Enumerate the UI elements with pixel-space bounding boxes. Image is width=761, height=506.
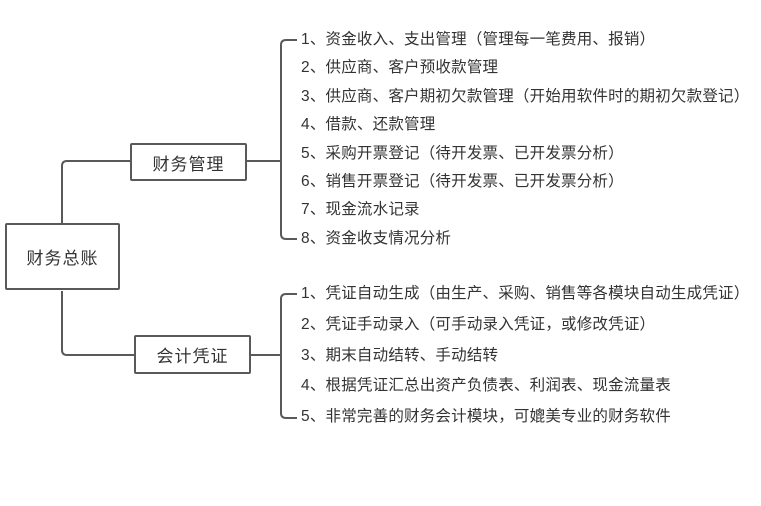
financial-management-item: 2、供应商、客户预收款管理 xyxy=(301,59,499,77)
accounting-voucher-item: 3、期末自动结转、手动结转 xyxy=(301,346,499,364)
branch-node-accounting-voucher: 会计凭证 xyxy=(134,335,251,374)
financial-management-item: 7、现金流水记录 xyxy=(301,201,420,219)
root-node-label: 财务总账 xyxy=(26,249,99,268)
connector-root-to-financial-management xyxy=(61,160,130,223)
accounting-voucher-item: 5、非常完善的财务会计模块，可媲美专业的财务软件 xyxy=(301,408,671,426)
financial-management-item: 4、借款、还款管理 xyxy=(301,116,436,134)
financial-management-item: 6、销售开票登记（待开发票、已开发票分析） xyxy=(301,173,624,191)
branch-node-financial-management: 财务管理 xyxy=(130,143,247,181)
connector-root-to-accounting-voucher xyxy=(61,291,134,356)
financial-management-item: 5、采购开票登记（待开发票、已开发票分析） xyxy=(301,144,624,162)
financial-management-item: 1、资金收入、支出管理（管理每一笔费用、报销） xyxy=(301,31,656,48)
accounting-voucher-item-list: 1、凭证自动生成（由生产、采购、销售等各模块自动生成凭证） 2、凭证手动录入（可手… xyxy=(301,279,749,433)
accounting-voucher-item: 1、凭证自动生成（由生产、采购、销售等各模块自动生成凭证） xyxy=(301,285,750,302)
accounting-voucher-item: 4、根据凭证汇总出资产负债表、利润表、现金流量表 xyxy=(301,377,671,395)
root-node-general-ledger: 财务总账 xyxy=(5,223,120,290)
bracket-financial-management xyxy=(280,39,297,240)
financial-management-item: 3、供应商、客户期初欠款管理（开始用软件时的期初欠款登记） xyxy=(301,87,750,105)
branch-node-label: 会计凭证 xyxy=(156,347,229,366)
accounting-voucher-item: 2、凭证手动录入（可手动录入凭证，或修改凭证） xyxy=(301,315,656,333)
financial-management-item: 8、资金收支情况分析 xyxy=(301,229,452,247)
branch-node-label: 财务管理 xyxy=(152,154,225,174)
bracket-accounting-voucher xyxy=(280,293,297,419)
financial-management-item-list: 1、资金收入、支出管理（管理每一笔费用、报销） 2、供应商、客户预收款管理 3、供应… xyxy=(301,26,749,253)
